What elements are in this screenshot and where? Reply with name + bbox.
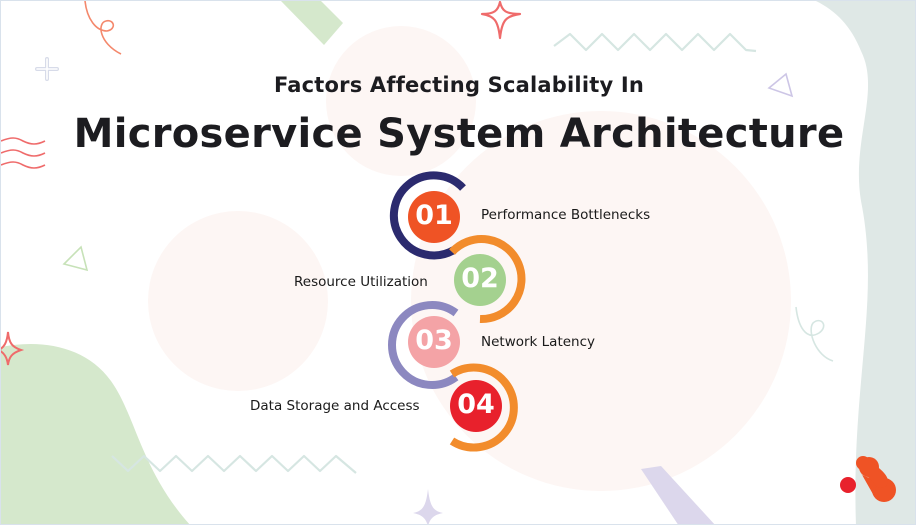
peach-circle-left [148, 211, 328, 391]
coral-waves-icon [1, 137, 46, 169]
gray-swirl-icon [795, 306, 834, 362]
page-title: Microservice System Architecture [73, 111, 845, 157]
lavender-sparkle-icon [413, 489, 443, 524]
step-02-label: Resource Utilization [294, 274, 428, 290]
ring-04 [449, 363, 518, 452]
peach-circle-large [411, 111, 791, 491]
step-03-number: 03 [415, 325, 453, 356]
green-blob-shape [1, 344, 190, 524]
ring-01 [389, 171, 466, 260]
zigzag-bottom-icon [111, 454, 357, 474]
step-04-circle [450, 380, 502, 432]
peach-circle-top [326, 26, 476, 176]
green-triangle-icon [62, 245, 89, 272]
green-band-shape [281, 1, 343, 45]
plus-icon-inner [36, 58, 58, 80]
lavender-band-shape [641, 466, 715, 524]
coral-sparkle-icon [480, 1, 522, 40]
ring-03 [388, 301, 459, 389]
step-04-number: 04 [457, 389, 495, 420]
step-01-number: 01 [415, 200, 453, 231]
brand-logo-icon [840, 456, 896, 502]
step-02-circle [454, 254, 506, 306]
step-01-label: Performance Bottlenecks [481, 207, 651, 223]
step-03-circle [408, 316, 460, 368]
step-01-circle [408, 191, 460, 243]
ring-02 [449, 235, 526, 324]
step-04-label: Data Storage and Access [250, 398, 420, 414]
subtitle: Factors Affecting Scalability In [273, 73, 645, 97]
gray-blob-shape [816, 1, 915, 524]
coral-sparkle-left-icon [1, 331, 25, 366]
coral-swirl-icon [84, 1, 122, 55]
step-03-label: Network Latency [481, 334, 596, 350]
lavender-triangle-icon [767, 72, 794, 98]
zigzag-top-icon [553, 32, 757, 53]
step-02-number: 02 [461, 263, 499, 294]
